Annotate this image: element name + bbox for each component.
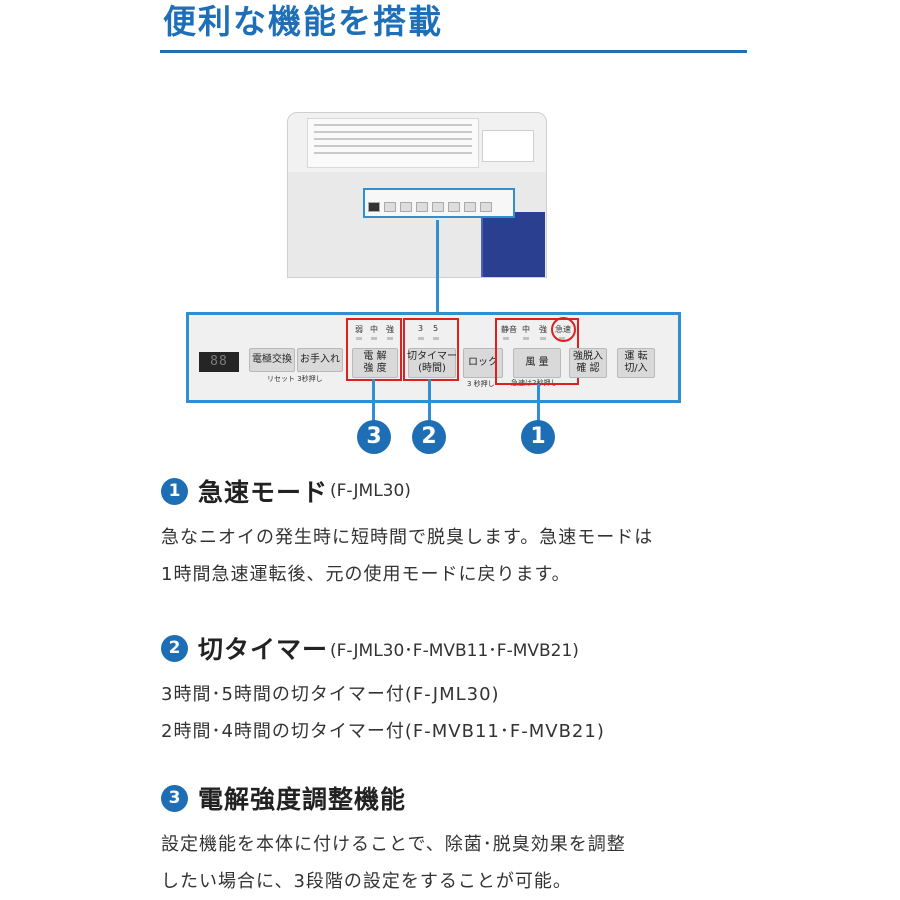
airflow-led <box>540 337 546 340</box>
strength-led <box>387 337 393 340</box>
callout-connector <box>436 220 439 313</box>
lid-button-box <box>482 130 534 162</box>
device-blue-panel <box>481 212 545 277</box>
feature-desc-line: 3時間･5時間の切タイマー付(F-JML30) <box>161 684 500 705</box>
feature-models: (F-JML30･F-MVB11･F-MVB21) <box>330 640 579 661</box>
marker-2: 2 <box>412 420 446 454</box>
off-timer-button[interactable]: 切タイマー (時間) <box>407 348 457 378</box>
airflow-level-quiet: 静音 <box>501 325 517 334</box>
control-panel-closeup: 88 電極交換 お手入れ リセット 3秒押し 弱 中 強 電 解 強 度 3 5… <box>186 312 681 403</box>
feature-title: 急速モード <box>198 478 329 507</box>
feature-desc-line: したい場合に、3段階の設定をすることが可能。 <box>161 871 572 892</box>
airflow-level-high: 強 <box>539 325 547 334</box>
electrode-button[interactable]: 電極交換 <box>249 348 295 372</box>
instruction-label <box>307 118 479 168</box>
marker-3: 3 <box>357 420 391 454</box>
strength-led <box>371 337 377 340</box>
feature-desc-line: 1時間急速運転後、元の使用モードに戻ります。 <box>161 564 571 585</box>
timer-level-3: 3 <box>418 324 424 333</box>
feature-desc-line: 2時間･4時間の切タイマー付(F-MVB11･F-MVB21) <box>161 721 605 742</box>
timer-led <box>418 337 424 340</box>
switch-check-button[interactable]: 強脱入 確 認 <box>569 348 607 378</box>
reset-note: リセット 3秒押し <box>267 375 323 383</box>
electrolysis-strength-button[interactable]: 電 解 強 度 <box>352 348 398 378</box>
marker-line-3 <box>372 379 375 421</box>
lock-note: 3 秒押し <box>467 380 495 388</box>
strength-led <box>356 337 362 340</box>
feature-number: 3 <box>161 784 188 812</box>
feature-number: 2 <box>161 634 188 662</box>
feature-number: 1 <box>161 477 188 505</box>
care-button[interactable]: お手入れ <box>297 348 343 372</box>
product-illustration <box>287 112 547 278</box>
page-title: 便利な機能を搭載 <box>163 2 443 41</box>
timer-led <box>433 337 439 340</box>
feature-desc-line: 設定機能を本体に付けることで、除菌･脱臭効果を調整 <box>161 834 626 855</box>
highlight-box-3 <box>346 318 402 381</box>
title-divider <box>160 50 747 53</box>
feature-title: 切タイマー <box>198 635 329 664</box>
feature-title: 電解強度調整機能 <box>198 785 407 814</box>
airflow-led <box>503 337 509 340</box>
feature-models: (F-JML30) <box>330 481 411 501</box>
feature-turbo-mode: 1 急速モード (F-JML30) 急なニオイの発生時に短時間で脱臭します。急速… <box>161 473 781 593</box>
marker-line-1 <box>537 384 540 422</box>
feature-electrolysis-strength: 3 電解強度調整機能 設定機能を本体に付けることで、除菌･脱臭効果を調整 したい… <box>161 780 781 900</box>
power-button[interactable]: 運 転 切/入 <box>617 348 655 378</box>
airflow-led <box>523 337 529 340</box>
highlight-box-2 <box>403 318 459 381</box>
mini-control-panel <box>363 188 515 218</box>
strength-level-low: 弱 <box>355 325 363 334</box>
marker-1: 1 <box>521 420 555 454</box>
strength-level-mid: 中 <box>370 325 378 334</box>
feature-desc-line: 急なニオイの発生時に短時間で脱臭します。急速モードは <box>161 527 654 548</box>
feature-off-timer: 2 切タイマー (F-JML30･F-MVB11･F-MVB21) 3時間･5時… <box>161 630 781 750</box>
timer-level-5: 5 <box>433 324 439 333</box>
highlight-box-1 <box>495 318 579 385</box>
lcd-display: 88 <box>199 352 239 372</box>
airflow-level-mid: 中 <box>522 325 530 334</box>
strength-level-high: 強 <box>386 325 394 334</box>
airflow-button[interactable]: 風 量 <box>513 348 561 378</box>
marker-line-2 <box>428 379 431 421</box>
